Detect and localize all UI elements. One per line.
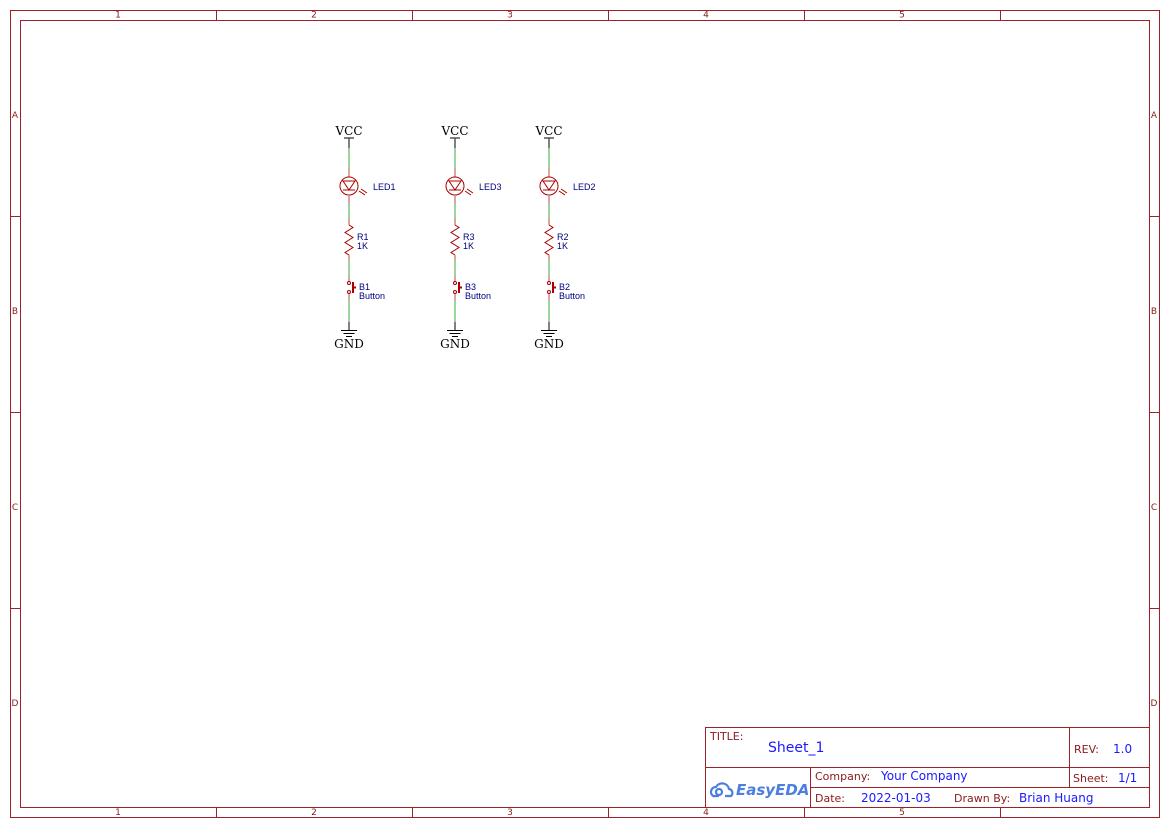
button-contact: [347, 290, 351, 294]
resistor-symbol[interactable]: [450, 224, 460, 256]
button-contact: [347, 281, 351, 285]
resistor-designator: R3: [463, 232, 475, 242]
resistor-symbol[interactable]: [544, 224, 554, 256]
company-value[interactable]: Your Company: [880, 769, 968, 783]
ground-icon: [447, 330, 463, 337]
column-label: 2: [311, 808, 317, 818]
column-label: 5: [899, 11, 905, 21]
button-designator: B3: [465, 282, 476, 292]
column-label: 4: [703, 808, 709, 818]
rev-label: REV:: [1074, 743, 1099, 756]
outer-border: [10, 10, 1160, 818]
sheet-label: Sheet:: [1073, 772, 1109, 785]
title-label: TITLE:: [709, 730, 743, 743]
vcc-label: VCC: [534, 124, 562, 138]
button-value: Button: [465, 291, 491, 301]
row-label: A: [12, 111, 19, 121]
button-contact: [453, 290, 457, 294]
row-label: D: [1151, 699, 1158, 709]
date-label: Date:: [815, 792, 845, 805]
column-label: 3: [507, 11, 513, 21]
inner-border: [20, 20, 1150, 808]
gnd-label: GND: [440, 337, 470, 351]
light-arrows-icon: [464, 188, 474, 196]
company-label: Company:: [815, 770, 870, 783]
row-label: A: [1151, 111, 1158, 121]
resistor-designator: R1: [357, 232, 369, 242]
column-label: 1: [115, 11, 121, 21]
column-label: 3: [507, 808, 513, 818]
row-label: B: [12, 307, 18, 317]
gnd-label: GND: [334, 337, 364, 351]
rev-value[interactable]: 1.0: [1113, 742, 1132, 756]
light-arrows-icon: [358, 188, 368, 196]
row-label: D: [12, 699, 19, 709]
row-label: C: [1151, 503, 1157, 513]
diode-icon: [342, 180, 356, 191]
button-symbol[interactable]: [458, 282, 462, 293]
row-label: B: [1151, 307, 1157, 317]
resistor-value: 1K: [463, 241, 474, 251]
logo-text: EasyEDA: [736, 781, 809, 799]
easyeda-logo: EasyEDA: [709, 781, 809, 799]
button-symbol[interactable]: [552, 282, 556, 293]
button-symbol[interactable]: [352, 282, 356, 293]
resistor-value: 1K: [357, 241, 368, 251]
circuits: VCCLED1R11KB1ButtonGNDVCCLED3R31KB3Butto…: [334, 124, 595, 351]
column-label: 1: [115, 808, 121, 818]
button-value: Button: [559, 291, 585, 301]
ground-icon: [541, 330, 557, 337]
drawn-by-value[interactable]: Brian Huang: [1019, 791, 1093, 805]
led-designator: LED1: [373, 182, 396, 192]
button-designator: B1: [359, 282, 370, 292]
led-symbol[interactable]: [539, 176, 559, 196]
column-label: 2: [311, 11, 317, 21]
drawn-by-label: Drawn By:: [954, 792, 1010, 805]
button-contact: [547, 281, 551, 285]
resistor-designator: R2: [557, 232, 569, 242]
diode-icon: [542, 180, 556, 191]
date-value[interactable]: 2022-01-03: [861, 791, 931, 805]
button-value: Button: [359, 291, 385, 301]
diode-icon: [448, 180, 462, 191]
button-designator: B2: [559, 282, 570, 292]
led-symbol[interactable]: [445, 176, 465, 196]
column-label: 4: [703, 11, 709, 21]
light-arrows-icon: [558, 188, 568, 196]
resistor-symbol[interactable]: [344, 224, 354, 256]
column-label: 5: [899, 808, 905, 818]
cloud-icon: [709, 782, 734, 798]
vcc-label: VCC: [440, 124, 468, 138]
led-symbol[interactable]: [339, 176, 359, 196]
button-contact: [547, 290, 551, 294]
ground-icon: [341, 330, 357, 337]
sheet-value[interactable]: 1/1: [1118, 771, 1137, 785]
title-block: TITLE: Sheet_1 REV: 1.0 Company: Your Co…: [705, 727, 1150, 808]
led-designator: LED3: [479, 182, 502, 192]
title-value[interactable]: Sheet_1: [768, 740, 824, 756]
button-contact: [453, 281, 457, 285]
vcc-label: VCC: [334, 124, 362, 138]
row-label: C: [12, 503, 18, 513]
resistor-value: 1K: [557, 241, 568, 251]
gnd-label: GND: [534, 337, 564, 351]
led-designator: LED2: [573, 182, 596, 192]
